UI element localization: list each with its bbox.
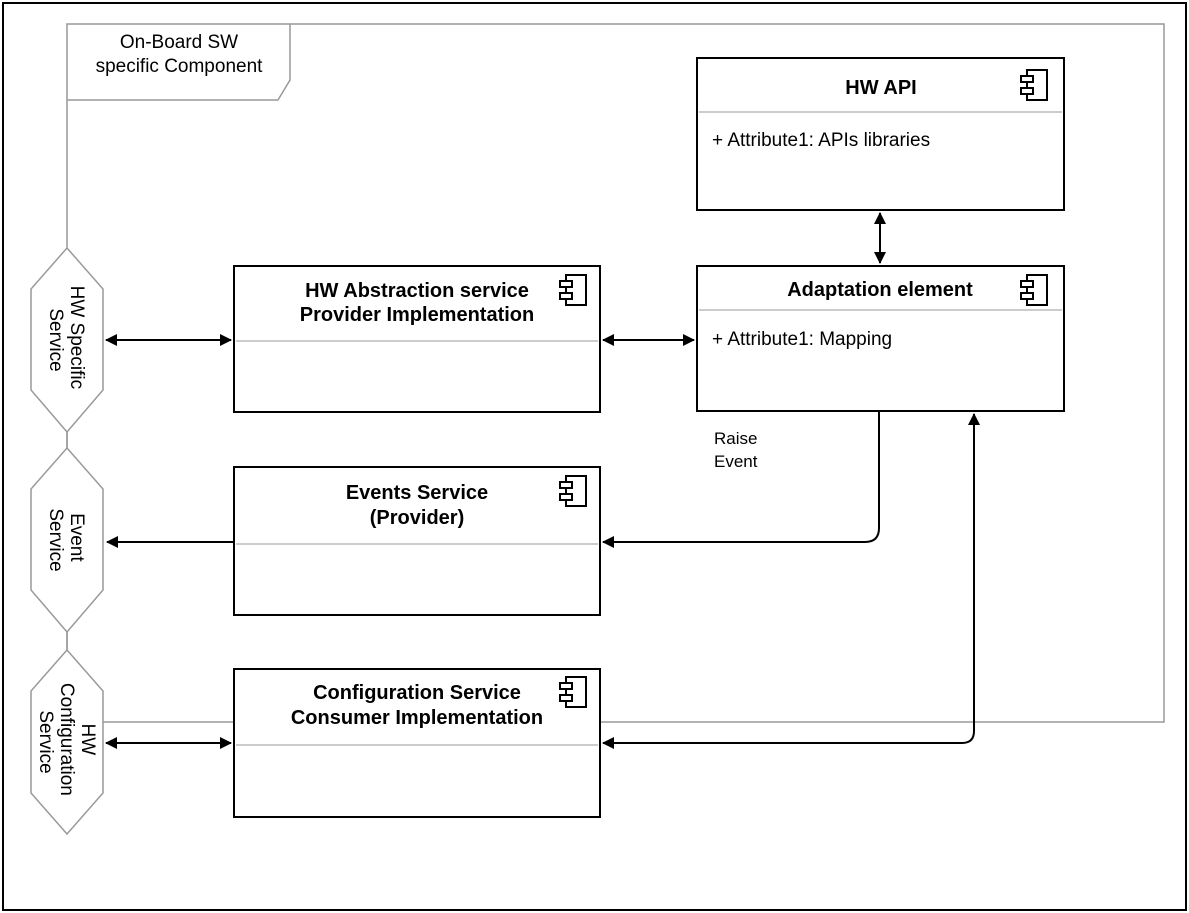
component-hw-abstraction[interactable]: HW Abstraction service Provider Implemen…: [233, 265, 601, 413]
configuration-service-title-line-2: Consumer Implementation: [291, 707, 543, 729]
configuration-service-title-line-1: Configuration Service: [313, 682, 521, 704]
port-hw-configuration-service[interactable]: HW Configuration Service: [30, 648, 104, 836]
component-hw-api[interactable]: HW API + Attribute1: APIs libraries: [696, 57, 1065, 211]
hw-abstraction-title-line-1: HW Abstraction service: [305, 280, 529, 302]
hw-abstraction-title-line-2: Provider Implementation: [300, 304, 535, 326]
raise-event-label-line-1: Raise: [714, 429, 757, 448]
hw-api-title: HW API: [845, 77, 916, 99]
port-label-line: Event: [66, 513, 87, 562]
port-label-line: Service: [45, 508, 66, 571]
component-configuration-service[interactable]: Configuration Service Consumer Implement…: [233, 668, 601, 818]
connector-configuration-adaptation: [602, 413, 980, 749]
frame-label-tab: [67, 24, 291, 101]
component-adaptation-element[interactable]: Adaptation element + Attribute1: Mapping: [696, 265, 1065, 412]
adaptation-title: Adaptation element: [787, 279, 973, 301]
adaptation-attribute: + Attribute1: Mapping: [712, 329, 892, 350]
svg-text:Event Service: Event Service: [45, 508, 87, 571]
port-label-line: Configuration: [56, 683, 77, 796]
svg-text:HW Configuration S: HW Configuration Service: [35, 683, 98, 801]
events-service-title-line-2: (Provider): [370, 507, 464, 529]
svg-text:HW Specific Service: HW Specific Service: [45, 286, 87, 395]
frame-label-line-2: specific Component: [96, 56, 264, 77]
port-event-service[interactable]: Event Service: [30, 446, 104, 634]
port-label-line: Service: [35, 710, 56, 773]
port-label-line: HW: [77, 724, 98, 756]
port-label-line: HW Specific: [66, 286, 87, 389]
port-label-line: Service: [45, 308, 66, 371]
port-hw-specific-service[interactable]: HW Specific Service: [30, 246, 104, 434]
frame-label-line-1: On-Board SW: [120, 32, 238, 53]
component-events-service[interactable]: Events Service (Provider): [233, 466, 601, 616]
raise-event-label-line-2: Event: [714, 452, 758, 471]
events-service-title-line-1: Events Service: [346, 482, 488, 504]
hw-api-attribute: + Attribute1: APIs libraries: [712, 130, 930, 151]
